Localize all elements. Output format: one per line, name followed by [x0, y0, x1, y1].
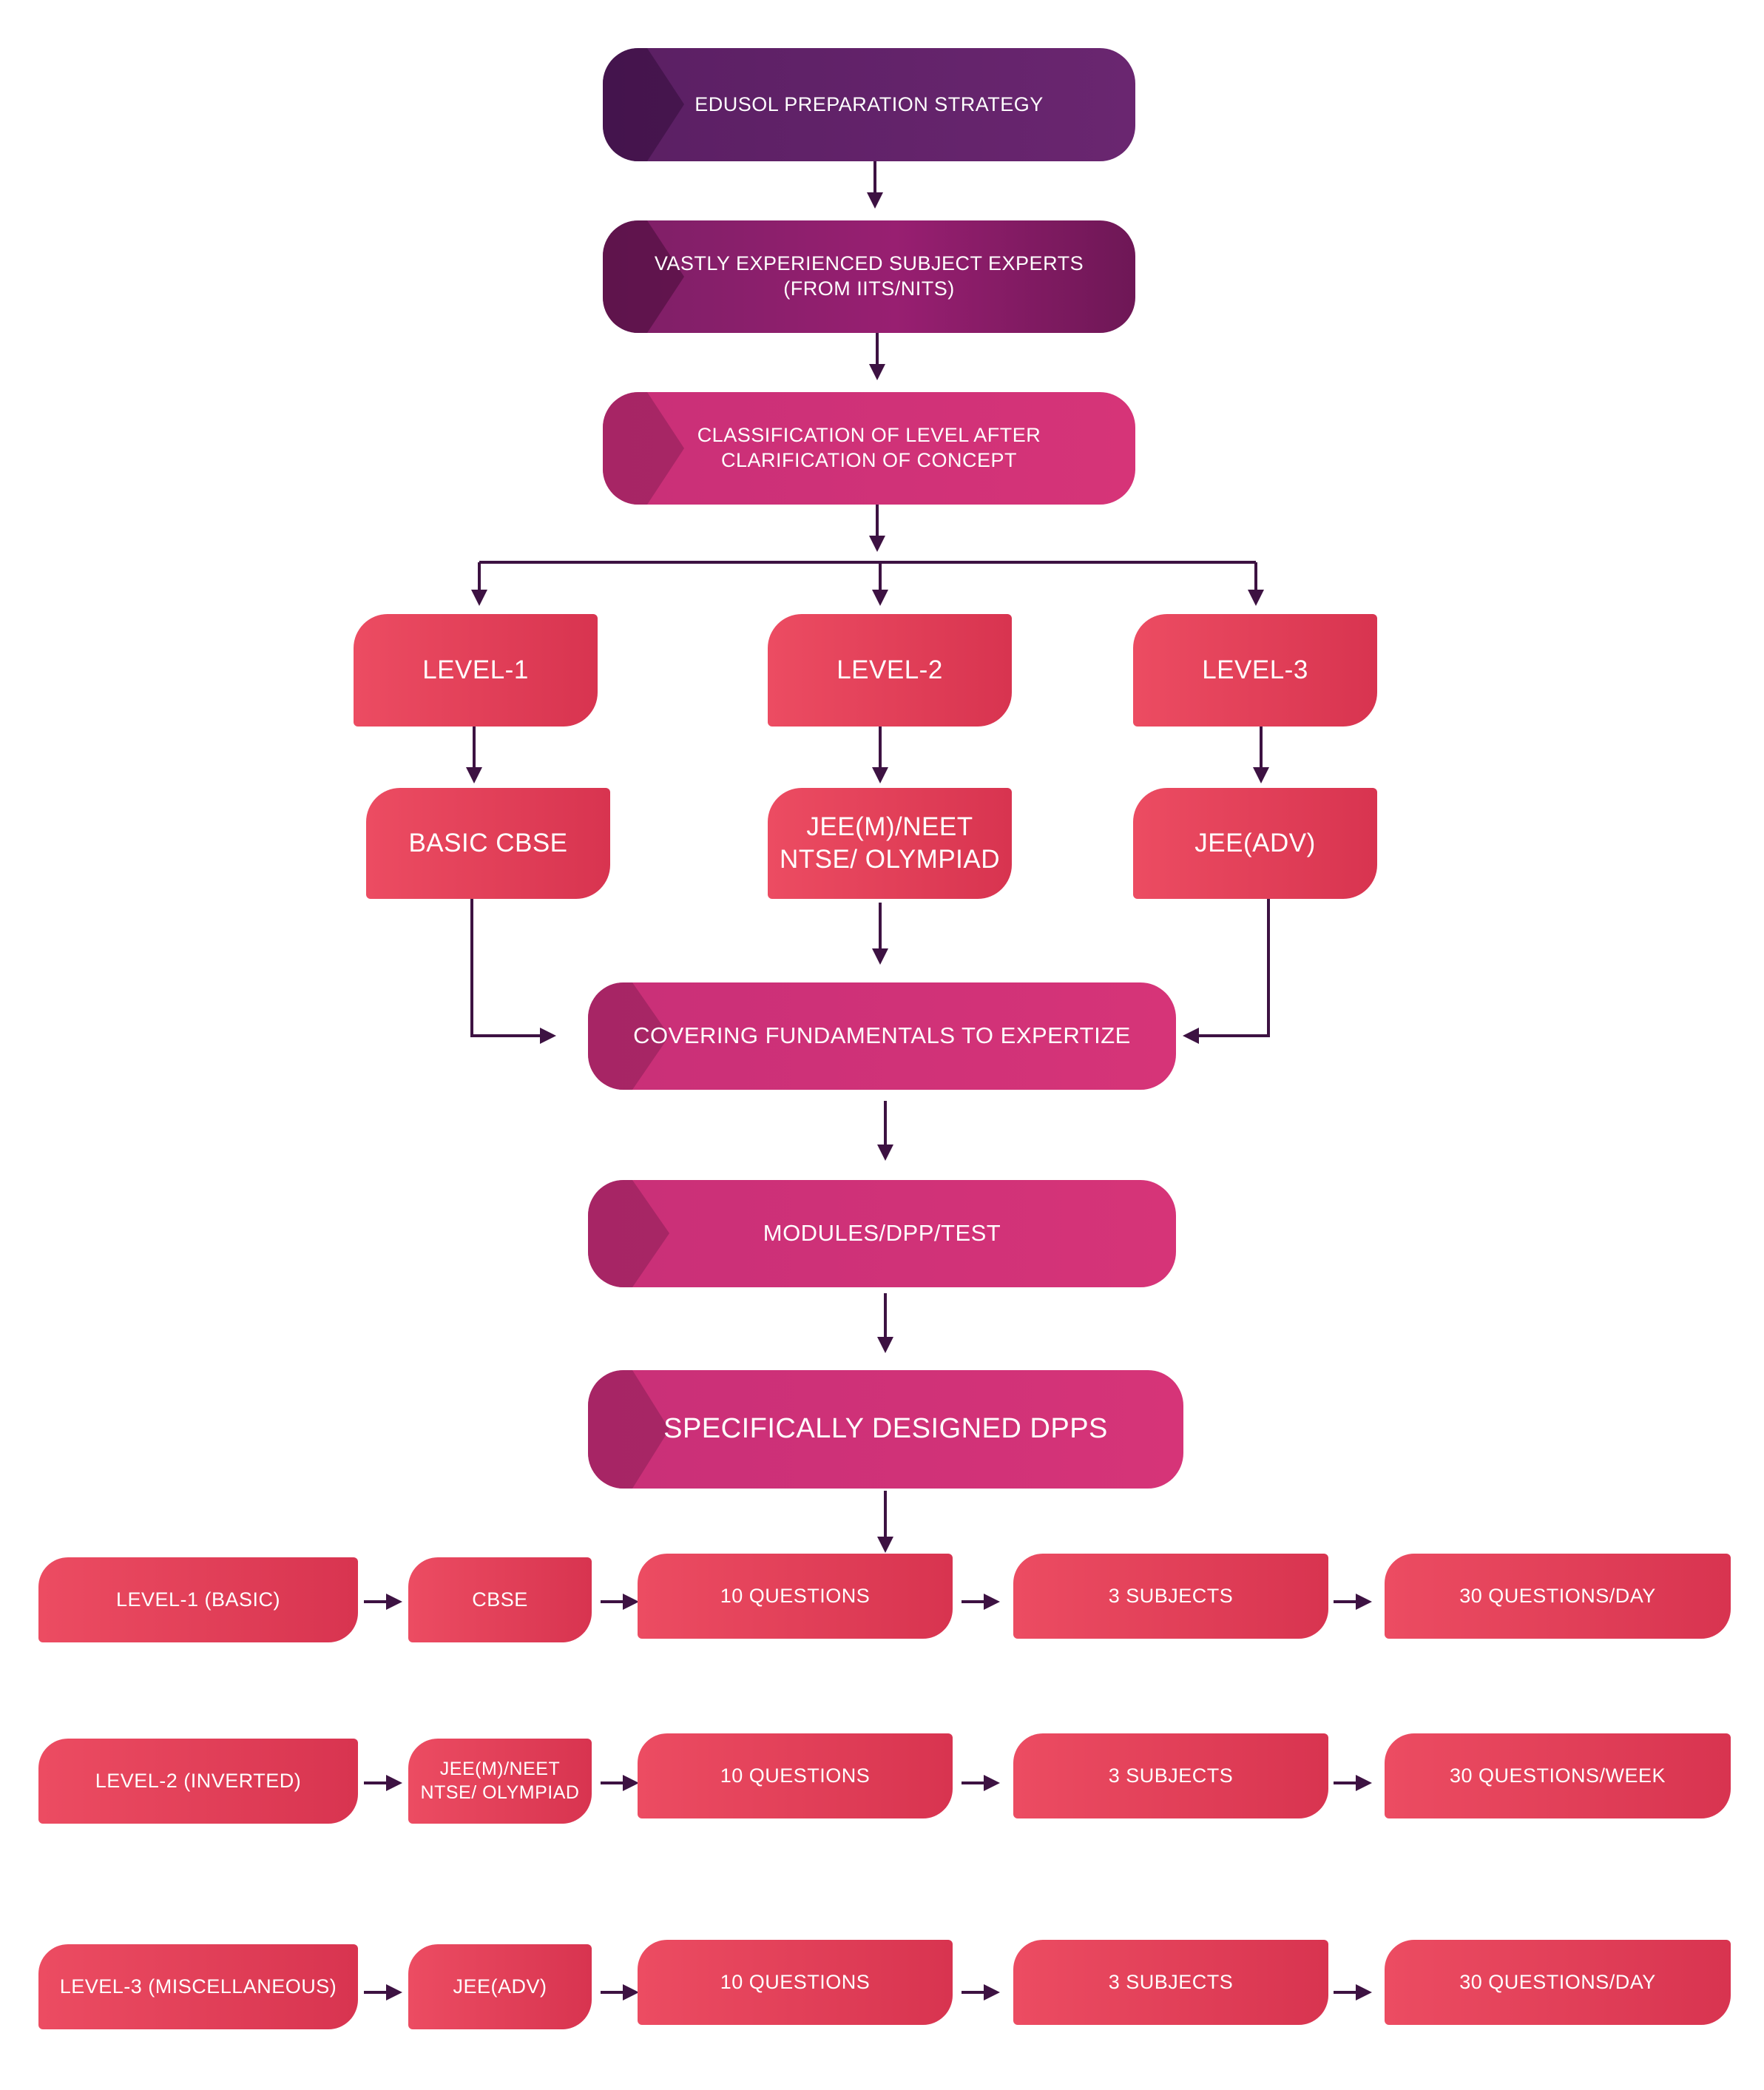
dpps-label: SPECIFICALLY DESIGNED DPPS: [663, 1413, 1108, 1445]
level3-label: LEVEL-3: [1202, 655, 1308, 685]
row3-subjects-label: 3 SUBJECTS: [1108, 1970, 1234, 1993]
row3-total-label: 30 QUESTIONS/DAY: [1459, 1970, 1656, 1993]
modules-node: MODULES/DPP/TEST: [588, 1180, 1176, 1287]
row2-exam: JEE(M)/NEET NTSE/ OLYMPIAD: [408, 1739, 592, 1824]
row3-exam: JEE(ADV): [408, 1944, 592, 2029]
classification-node: CLASSIFICATION OF LEVEL AFTER CLARIFICAT…: [603, 392, 1135, 505]
row2-level-label: LEVEL-2 (INVERTED): [95, 1769, 302, 1792]
row1-questions-label: 10 QUESTIONS: [720, 1584, 871, 1607]
experts-node: VASTLY EXPERIENCED SUBJECT EXPERTS (FROM…: [603, 220, 1135, 333]
row1-exam-label: CBSE: [472, 1588, 528, 1611]
row1-subjects-label: 3 SUBJECTS: [1108, 1584, 1234, 1607]
basic-cbse-label: BASIC CBSE: [408, 829, 568, 858]
chevron-icon: [603, 392, 699, 505]
row1-total-label: 30 QUESTIONS/DAY: [1459, 1584, 1656, 1607]
level1-node: LEVEL-1: [354, 614, 598, 727]
fundamentals-label: COVERING FUNDAMENTALS TO EXPERTIZE: [633, 1022, 1131, 1049]
row3-questions: 10 QUESTIONS: [638, 1940, 953, 2025]
jee-neet-node: JEE(M)/NEET NTSE/ OLYMPIAD: [768, 788, 1012, 899]
row3-total: 30 QUESTIONS/DAY: [1385, 1940, 1731, 2025]
row3-level: LEVEL-3 (MISCELLANEOUS): [38, 1944, 358, 2029]
jee-adv-label: JEE(ADV): [1194, 829, 1316, 858]
experts-label: VASTLY EXPERIENCED SUBJECT EXPERTS (FROM…: [654, 252, 1084, 300]
level3-node: LEVEL-3: [1133, 614, 1377, 727]
row2-questions: 10 QUESTIONS: [638, 1733, 953, 1818]
chevron-icon: [588, 1370, 684, 1489]
strategy-node: EDUSOL PREPARATION STRATEGY: [603, 48, 1135, 161]
row2-exam-label: JEE(M)/NEET NTSE/ OLYMPIAD: [420, 1759, 580, 1803]
strategy-label: EDUSOL PREPARATION STRATEGY: [695, 92, 1044, 115]
row2-subjects-label: 3 SUBJECTS: [1108, 1764, 1234, 1787]
chevron-icon: [603, 48, 699, 161]
classification-label: CLASSIFICATION OF LEVEL AFTER CLARIFICAT…: [697, 424, 1041, 471]
dpps-node: SPECIFICALLY DESIGNED DPPS: [588, 1370, 1183, 1489]
chevron-icon: [588, 1180, 684, 1287]
row2-level: LEVEL-2 (INVERTED): [38, 1739, 358, 1824]
row1-total: 30 QUESTIONS/DAY: [1385, 1554, 1731, 1639]
jee-adv-node: JEE(ADV): [1133, 788, 1377, 899]
row1-level: LEVEL-1 (BASIC): [38, 1557, 358, 1642]
basic-cbse-node: BASIC CBSE: [366, 788, 610, 899]
arrow-basic-cbse-to-fundamentals: [470, 899, 556, 1044]
level1-label: LEVEL-1: [422, 655, 529, 685]
level2-label: LEVEL-2: [837, 655, 943, 685]
jee-neet-label: JEE(M)/NEET NTSE/ OLYMPIAD: [779, 812, 1001, 874]
row1-questions: 10 QUESTIONS: [638, 1554, 953, 1639]
level2-node: LEVEL-2: [768, 614, 1012, 727]
row1-exam: CBSE: [408, 1557, 592, 1642]
row3-questions-label: 10 QUESTIONS: [720, 1970, 871, 1993]
row3-level-label: LEVEL-3 (MISCELLANEOUS): [59, 1975, 337, 1998]
row2-subjects: 3 SUBJECTS: [1013, 1733, 1328, 1818]
modules-label: MODULES/DPP/TEST: [763, 1220, 1001, 1247]
fundamentals-node: COVERING FUNDAMENTALS TO EXPERTIZE: [588, 982, 1176, 1090]
row2-total-label: 30 QUESTIONS/WEEK: [1449, 1764, 1666, 1787]
row1-level-label: LEVEL-1 (BASIC): [115, 1588, 281, 1611]
row2-questions-label: 10 QUESTIONS: [720, 1764, 871, 1787]
chevron-icon: [588, 982, 684, 1090]
row3-exam-label: JEE(ADV): [453, 1975, 547, 1998]
row1-subjects: 3 SUBJECTS: [1013, 1554, 1328, 1639]
row3-subjects: 3 SUBJECTS: [1013, 1940, 1328, 2025]
row2-total: 30 QUESTIONS/WEEK: [1385, 1733, 1731, 1818]
chevron-icon: [603, 220, 699, 333]
arrow-jee-adv-to-fundamentals: [1183, 899, 1270, 1044]
